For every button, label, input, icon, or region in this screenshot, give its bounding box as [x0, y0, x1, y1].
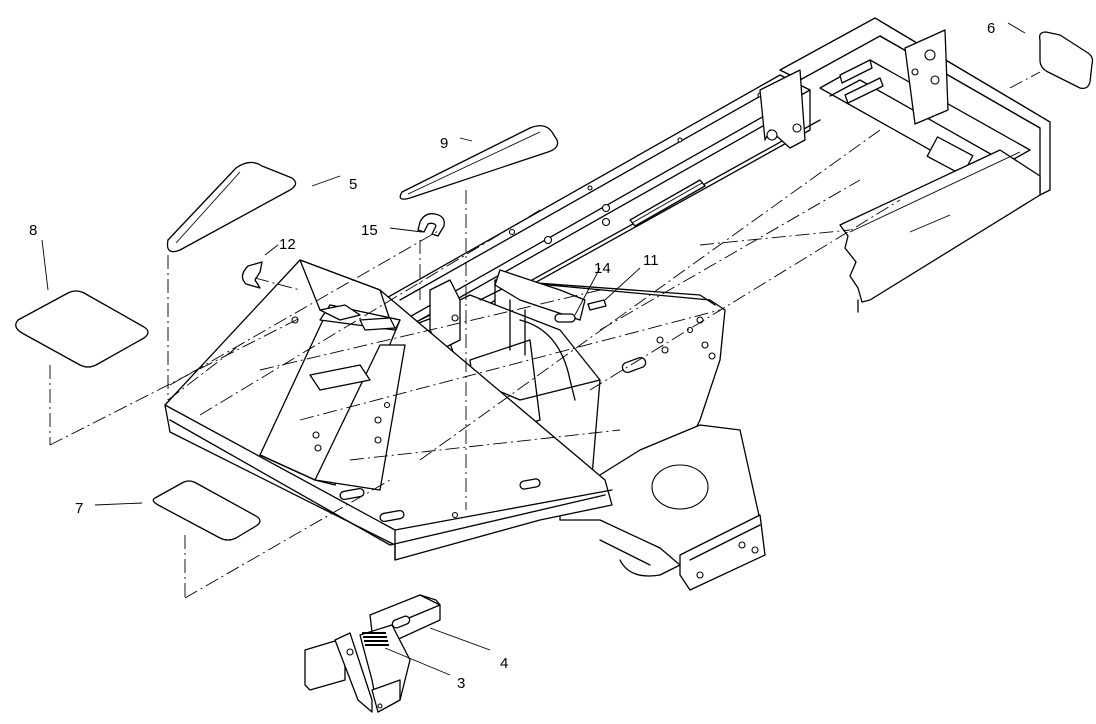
seat-tower	[259, 304, 406, 491]
pad-8	[15, 290, 149, 368]
callout-12: 12	[279, 236, 296, 253]
latch-detail	[304, 594, 441, 713]
leader-lines	[41, 22, 1026, 676]
callout-14: 14	[594, 260, 611, 277]
pad-5	[166, 161, 297, 253]
clip-15	[417, 213, 445, 237]
callout-4: 4	[500, 655, 508, 672]
callout-labels: 6 9 5 8 12 15 14 11 7 4 3	[29, 20, 995, 692]
callout-8: 8	[29, 222, 37, 239]
hitch-plate	[559, 424, 766, 591]
pad-7	[152, 480, 261, 541]
assembly-lines	[49, 71, 1041, 599]
pad-12	[241, 261, 263, 289]
latch-spring	[362, 632, 389, 646]
callout-5: 5	[349, 176, 357, 193]
pad-9	[399, 125, 559, 200]
callout-9: 9	[440, 135, 448, 152]
callout-11: 11	[643, 252, 659, 269]
plate-11	[587, 299, 607, 311]
pad-6	[1038, 31, 1094, 90]
callout-15: 15	[361, 222, 378, 239]
callout-3: 3	[457, 675, 465, 692]
callout-7: 7	[75, 500, 83, 517]
rear-frame-assembly	[779, 17, 1051, 313]
callout-6: 6	[987, 20, 995, 37]
